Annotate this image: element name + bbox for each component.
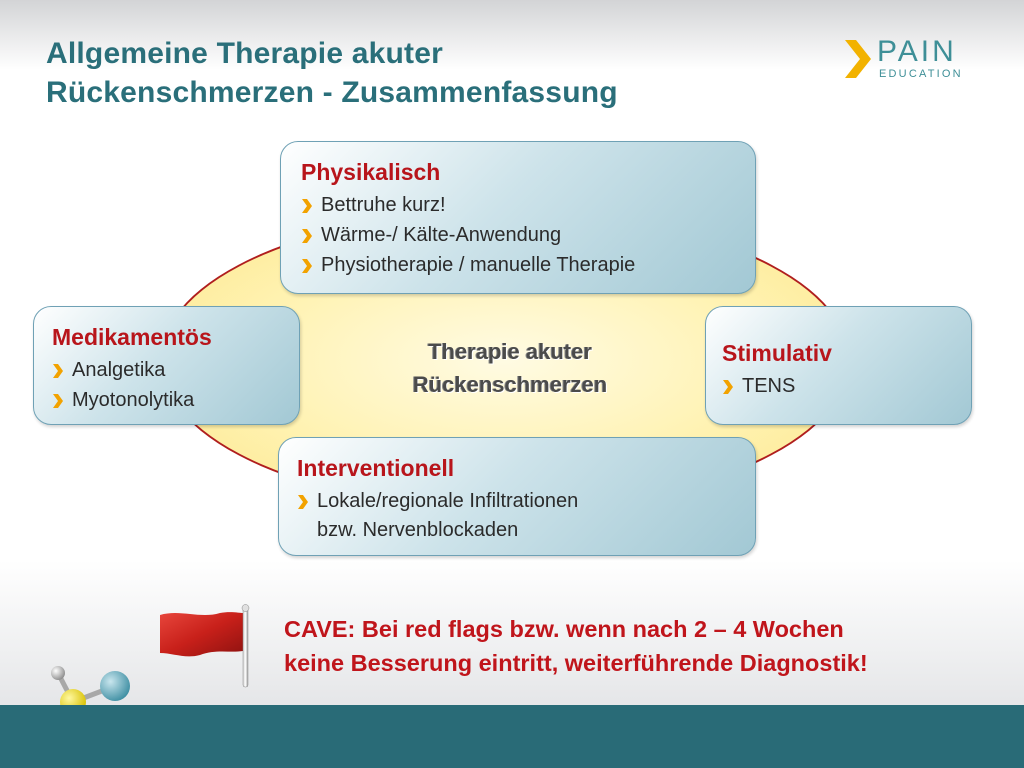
- box-stimulativ: Stimulativ TENS: [705, 306, 972, 425]
- chevron-logo-icon: [845, 40, 871, 78]
- list-item-text: Lokale/regionale Infiltrationen: [317, 490, 579, 512]
- list-item-continuation: bzw. Nervenblockaden: [317, 519, 519, 541]
- box-list: Bettruhe kurz! Wärme-/ Kälte-Anwendung P…: [301, 190, 755, 280]
- list-item-text: Analgetika: [72, 359, 166, 381]
- box-title: Physikalisch: [301, 159, 441, 185]
- footer-bar: [0, 705, 1024, 768]
- box-title: Medikamentös: [52, 324, 212, 350]
- list-item-text: Physiotherapie / manuelle Therapie: [321, 254, 636, 276]
- list-item-text: Myotonolytika: [72, 389, 195, 411]
- box-title: Stimulativ: [722, 340, 832, 366]
- list-item-text: TENS: [742, 375, 796, 397]
- logo-text-main: PAIN: [877, 35, 957, 68]
- list-item: Wärme-/ Kälte-Anwendung: [301, 220, 755, 250]
- cave-warning-line-2: keine Besserung eintritt, weiterführende…: [284, 650, 868, 676]
- slide-title-line-2: Rückenschmerzen - Zusammenfassung: [46, 76, 618, 109]
- box-list: TENS: [722, 371, 971, 401]
- list-item-text: Bettruhe kurz!: [321, 194, 446, 216]
- list-item: TENS: [722, 371, 971, 401]
- center-label: Therapie akuter Rückenschmerzen: [360, 335, 660, 401]
- list-item: Lokale/regionale Infiltrationen: [297, 486, 755, 516]
- chevron-right-icon: [53, 364, 63, 378]
- list-item: Analgetika: [52, 355, 299, 385]
- center-label-line-1: Therapie akuter: [428, 339, 592, 364]
- chevron-right-icon: [723, 380, 733, 394]
- chevron-right-icon: [302, 259, 312, 273]
- box-physikalisch: Physikalisch Bettruhe kurz! Wärme-/ Kält…: [280, 141, 756, 294]
- chevron-right-icon: [53, 394, 63, 408]
- box-list: Analgetika Myotonolytika: [52, 355, 299, 415]
- chevron-right-icon: [298, 495, 308, 509]
- list-item-text: Wärme-/ Kälte-Anwendung: [321, 224, 562, 246]
- box-title: Interventionell: [297, 455, 455, 481]
- list-item: Myotonolytika: [52, 385, 299, 415]
- center-label-line-2: Rückenschmerzen: [412, 372, 608, 397]
- slide-title-line-1: Allgemeine Therapie akuter: [46, 37, 444, 70]
- pain-education-logo: PAIN EDUCATION: [843, 35, 988, 82]
- cave-warning-line-1: CAVE: Bei red flags bzw. wenn nach 2 – 4…: [284, 616, 844, 642]
- red-flag-icon: [160, 604, 250, 688]
- list-item: Bettruhe kurz!: [301, 190, 755, 220]
- cave-warning: CAVE: Bei red flags bzw. wenn nach 2 – 4…: [284, 612, 1004, 680]
- slide-title: Allgemeine Therapie akuter Rückenschmerz…: [46, 34, 826, 112]
- list-item: Physiotherapie / manuelle Therapie: [301, 250, 755, 280]
- logo-text-sub: EDUCATION: [879, 68, 963, 80]
- box-list: Lokale/regionale Infiltrationen: [297, 486, 755, 516]
- box-interventionell: Interventionell Lokale/regionale Infiltr…: [278, 437, 756, 556]
- box-medikamentoes: Medikamentös Analgetika Myotonolytika: [33, 306, 300, 425]
- chevron-right-icon: [302, 199, 312, 213]
- chevron-right-icon: [302, 229, 312, 243]
